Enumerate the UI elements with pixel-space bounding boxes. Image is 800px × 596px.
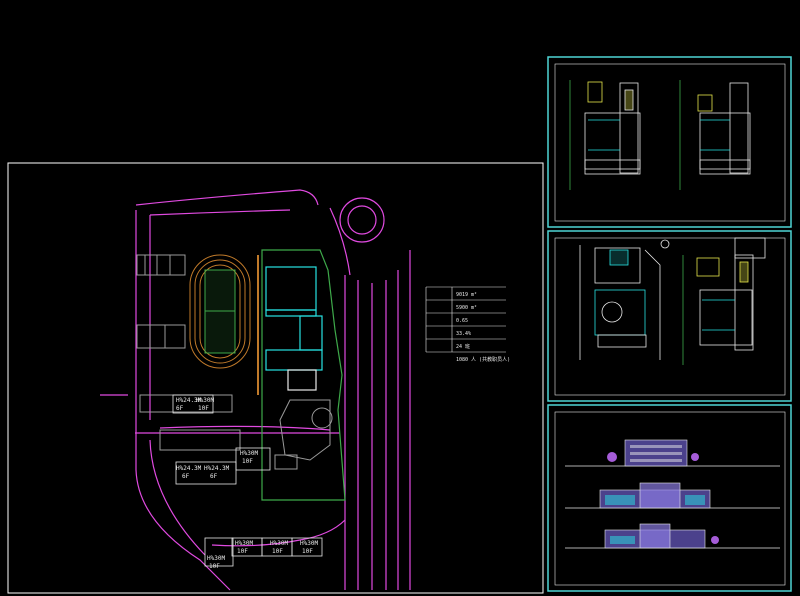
res-label-top: H%30M	[240, 450, 258, 457]
table-value: 24 班	[456, 343, 470, 350]
table-value: 1080 人 (共教职员人)	[456, 356, 510, 363]
site-boundary	[261, 249, 346, 501]
res-label-top: H%30M	[300, 540, 318, 547]
floor-plan-upper	[682, 237, 766, 365]
floor-plan-sheet-1	[547, 56, 792, 228]
existing-buildings	[136, 254, 333, 470]
school-buildings	[265, 266, 323, 391]
res-label-bottom: 10F	[198, 405, 209, 412]
site-data-table: 9019 m² 5900 m² 0.65 33.4% 24 班 1080 人 (…	[425, 286, 510, 363]
sheet-frame	[547, 56, 792, 228]
res-label-top: H%30M	[270, 540, 288, 547]
running-track	[189, 254, 259, 395]
elevation-2	[565, 482, 780, 509]
sheet-frame	[547, 230, 792, 402]
residential-tags: H%24.3M 6F H%30M 10F H%24.3M 6F H%30M 10…	[176, 397, 318, 570]
res-label-bottom: 6F	[176, 405, 184, 412]
table-value: 5900 m²	[456, 305, 477, 311]
table-value: 9019 m²	[456, 292, 477, 298]
res-label-bottom: 10F	[242, 458, 253, 465]
res-label-bottom: 10F	[272, 548, 283, 555]
res-label-bottom: 6F	[210, 473, 218, 480]
floor-plan-first	[569, 80, 641, 190]
elevation-3	[565, 523, 780, 549]
res-label-bottom: 10F	[209, 563, 220, 570]
res-label-top: H%30M	[196, 397, 214, 404]
residential-buildings	[172, 394, 323, 567]
res-label-top: H%24.3M	[176, 465, 202, 472]
site-plan-sheet: H%24.3M 6F H%30M 10F H%24.3M 6F H%30M 10…	[7, 162, 544, 594]
elevation-1	[565, 439, 780, 467]
res-label-top: H%24.3M	[204, 465, 230, 472]
elevation-sheet	[547, 404, 792, 592]
res-label-top: H%30M	[235, 540, 253, 547]
site-plan-small	[579, 239, 670, 360]
sheet-frame	[547, 404, 792, 592]
res-label-top: H%30M	[207, 555, 225, 562]
floor-plan-sheet-2	[547, 230, 792, 402]
floor-plan-second	[679, 80, 751, 190]
table-value: 0.65	[456, 318, 468, 324]
res-label-bottom: 6F	[182, 473, 190, 480]
res-label-top: H%24.3M	[176, 397, 202, 404]
road-network	[100, 189, 411, 591]
site-plan-frame	[7, 162, 544, 594]
res-label-bottom: 10F	[302, 548, 313, 555]
res-label-bottom: 10F	[237, 548, 248, 555]
table-value: 33.4%	[456, 331, 471, 337]
